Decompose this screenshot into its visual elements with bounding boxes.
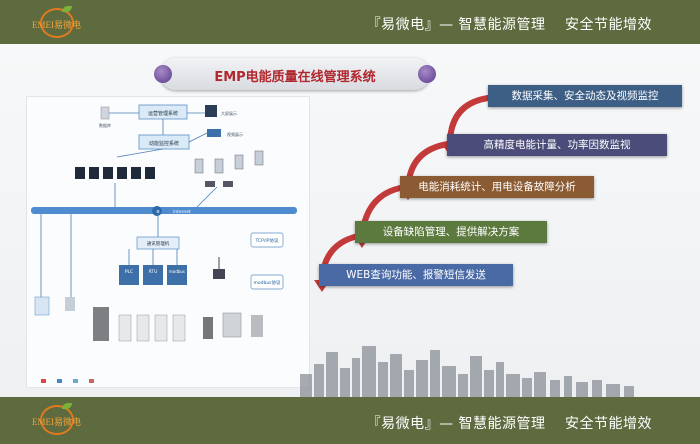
internet-label: internet: [173, 209, 191, 215]
slide-title: EMP电能质量在线管理系统: [214, 70, 376, 85]
svg-text:大屏展示: 大屏展示: [221, 110, 237, 116]
architecture-diagram: 运营管理系统 数据库 大屏展示 动能监控系统 视频展示: [26, 96, 310, 388]
footer-logo-text: EMEI易微电: [32, 417, 81, 427]
feature-3: 电能消耗统计、用电设备故障分析: [400, 176, 594, 198]
header-slogan: 『易微电』— 智慧能源管理 安全节能增效: [366, 17, 652, 33]
left-cap-icon: [154, 65, 172, 83]
db-icon: [100, 106, 110, 120]
right-cap-icon: [418, 65, 436, 83]
feature-1: 数据采集、安全动态及视频监控: [488, 85, 682, 107]
svg-text:通讯管理机: 通讯管理机: [147, 240, 170, 247]
flow-arrows: [314, 95, 491, 292]
slide-content: EMP电能质量在线管理系统 运营管理系统 数据库 大屏展示 动能监控系统 视频展…: [0, 44, 700, 397]
feature-2: 高精度电能计量、功率因数监视: [447, 134, 667, 156]
svg-text:数据库: 数据库: [99, 122, 111, 128]
feature-4: 设备缺陷管理、提供解决方案: [355, 221, 547, 243]
footer-logo: EMEI易微电: [32, 403, 81, 437]
logo-text: EMEI易微电: [32, 20, 81, 30]
workstation-row: [75, 167, 155, 179]
footer-bar: EMEI易微电 『易微电』— 智慧能源管理 安全节能增效: [0, 397, 700, 444]
svg-text:e: e: [156, 209, 159, 215]
tcpip-label: TCP/IP协议: [255, 237, 279, 244]
header-bar: EMEI易微电 『易微电』— 智慧能源管理 安全节能增效: [0, 0, 700, 44]
footer-slogan: 『易微电』— 智慧能源管理 安全节能增效: [366, 416, 652, 432]
feature-5: WEB查询功能、报警短信发送: [319, 264, 513, 286]
svg-text:modbus: modbus: [169, 269, 185, 274]
svg-text:PLC: PLC: [125, 269, 133, 275]
svg-text:视频展示: 视频展示: [227, 131, 243, 137]
monitor-system-label: 动能监控系统: [149, 140, 179, 147]
city-skyline: [300, 346, 634, 397]
ops-center-label: 运营管理系统: [148, 110, 178, 117]
svg-text:RTU: RTU: [149, 269, 158, 275]
brand-logo: EMEI易微电: [32, 6, 81, 40]
title-banner: EMP电能质量在线管理系统: [154, 58, 436, 90]
modbus-protocol-label: modbus协议: [253, 279, 281, 286]
large-screen-icon: [205, 105, 217, 117]
